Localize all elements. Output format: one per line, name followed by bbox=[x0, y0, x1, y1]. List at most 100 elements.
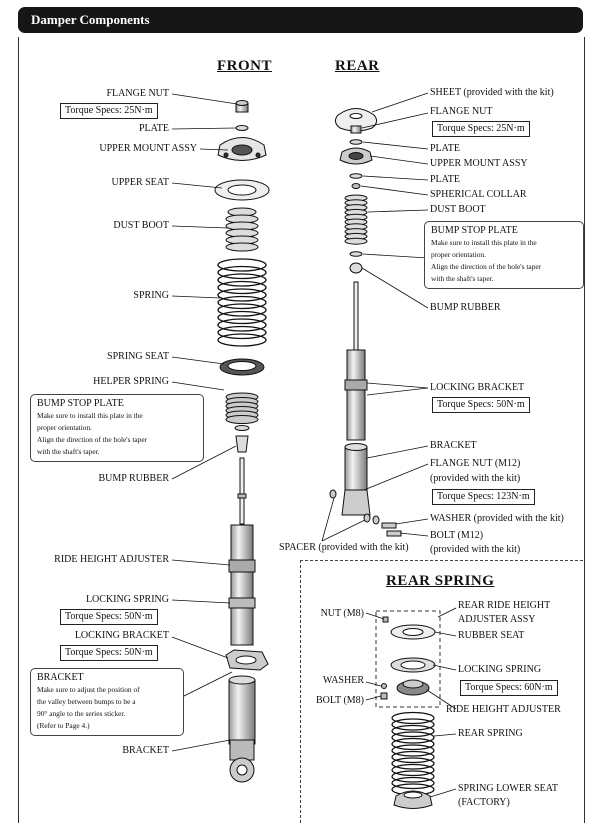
front-shock-shaft bbox=[237, 457, 247, 525]
rear-bump-stop-note-line: proper orientation. bbox=[431, 250, 487, 259]
front-locking-spring-label: LOCKING SPRING bbox=[85, 594, 169, 605]
rear-locking-spring-label: LOCKING SPRING bbox=[458, 664, 542, 675]
coil-turn bbox=[391, 718, 435, 731]
rear-bump-stop-note-title: BUMP STOP PLATE bbox=[431, 225, 518, 236]
rear-ride-height-adjuster-label: RIDE HEIGHT ADJUSTER bbox=[446, 704, 561, 715]
front-helper-spring-label: HELPER SPRING bbox=[93, 376, 169, 387]
front-locking-bracket-torque: Torque Specs: 50N·m bbox=[60, 645, 158, 661]
rear-plate-label: PLATE bbox=[430, 143, 460, 154]
coil-turn bbox=[217, 325, 267, 340]
rear-adjuster-assy-box bbox=[375, 610, 441, 708]
front-bump-stop-note-line: proper orientation. bbox=[37, 423, 93, 432]
coil-turn bbox=[391, 724, 435, 738]
rear-ride-height-adjuster bbox=[396, 679, 430, 696]
rear-flange-nut-m12-torque: Torque Specs: 123N·m bbox=[432, 489, 535, 505]
rear-bump-rubber bbox=[349, 262, 363, 274]
coil-turn bbox=[217, 273, 267, 287]
rear-bracket bbox=[341, 443, 371, 516]
rear-dust-boot bbox=[344, 194, 368, 245]
rear-spherical-collar-label: SPHERICAL COLLAR bbox=[430, 189, 527, 200]
rear-plate bbox=[349, 139, 363, 145]
front-heading: FRONT bbox=[217, 58, 272, 74]
front-flange-nut-label: FLANGE NUT bbox=[106, 88, 170, 99]
rear-ride-height-assy-label-2: ADJUSTER ASSY bbox=[458, 614, 536, 625]
front-bump-stop-note-line: Align the direction of the hole's taper bbox=[37, 435, 148, 444]
rear-spring-washer-bolt bbox=[380, 683, 388, 700]
front-flange-nut-torque: Torque Specs: 25N·m bbox=[60, 103, 158, 119]
rear-upper-mount bbox=[339, 147, 373, 165]
rear-locking-spring-torque: Torque Specs: 60N·m bbox=[460, 680, 558, 696]
front-bracket-note-line: Make sure to adjust the position of bbox=[37, 685, 140, 694]
coil-turn bbox=[217, 333, 267, 347]
rear-bracket-label: BRACKET bbox=[430, 440, 477, 451]
front-bracket-note-line: 90° angle to the series sticker. bbox=[37, 709, 126, 718]
rear-spring-lower-seat bbox=[393, 790, 433, 809]
front-spring bbox=[217, 258, 267, 347]
coil-turn bbox=[391, 750, 435, 764]
header-bar: Damper Components bbox=[18, 7, 583, 33]
rear-spring-coil bbox=[391, 711, 435, 796]
coil-turn bbox=[391, 770, 435, 783]
rear-locking-spring bbox=[390, 657, 436, 673]
rear-locking-bracket-torque: Torque Specs: 50N·m bbox=[432, 397, 530, 413]
front-upper-seat bbox=[214, 179, 270, 201]
front-bracket-note-title: BRACKET bbox=[37, 672, 84, 683]
front-plate-label: PLATE bbox=[139, 123, 169, 134]
coil-turn bbox=[217, 288, 267, 302]
rear-plate-2 bbox=[349, 173, 363, 179]
coil-turn bbox=[391, 731, 435, 744]
rear-plate-2-label: PLATE bbox=[430, 174, 460, 185]
rear-rubber-seat bbox=[390, 624, 436, 640]
rear-spring-nut bbox=[382, 616, 389, 623]
rear-bump-stop-note: BUMP STOP PLATE Make sure to install thi… bbox=[424, 221, 584, 289]
rear-flange-nut-m12-sub: (provided with the kit) bbox=[430, 473, 521, 484]
front-bump-rubber bbox=[235, 435, 249, 453]
coil-turn bbox=[344, 237, 368, 245]
coil-turn bbox=[217, 258, 267, 272]
front-flange-nut bbox=[235, 100, 249, 113]
rear-shock-shaft bbox=[353, 281, 359, 351]
rear-flange-nut-m12-label: FLANGE NUT (M12) bbox=[430, 458, 521, 469]
rear-spring-lower-seat-label-2: (FACTORY) bbox=[458, 797, 510, 808]
rear-spring-washer-label: WASHER bbox=[322, 675, 364, 686]
page-title: Damper Components bbox=[31, 12, 150, 27]
rear-bump-stop-plate bbox=[349, 251, 363, 257]
rear-rubber-seat-label: RUBBER SEAT bbox=[458, 630, 525, 641]
coil-turn bbox=[391, 757, 435, 770]
front-spring-seat-label: SPRING SEAT bbox=[107, 351, 169, 362]
rear-spring-lower-seat-label: SPRING LOWER SEAT bbox=[458, 783, 559, 794]
rear-heading: REAR bbox=[335, 58, 380, 74]
rear-sheet bbox=[334, 108, 378, 132]
front-bracket-label: BRACKET bbox=[122, 745, 169, 756]
rear-bolt-m12-sub: (provided with the kit) bbox=[430, 544, 521, 555]
front-helper-spring bbox=[225, 392, 259, 424]
front-bracket-note-line: the valley between bumps to be a bbox=[37, 697, 136, 706]
front-bracket bbox=[228, 675, 256, 783]
coil-turn bbox=[391, 776, 435, 790]
rear-bump-stop-note-line: Align the direction of the hole's taper bbox=[431, 262, 542, 271]
front-upper-seat-label: UPPER SEAT bbox=[111, 177, 169, 188]
front-bump-stop-note: BUMP STOP PLATE Make sure to install thi… bbox=[30, 394, 204, 462]
coil-turn bbox=[217, 280, 267, 295]
front-shock-body bbox=[228, 524, 256, 646]
coil-turn bbox=[225, 415, 259, 424]
front-bump-stop-plate bbox=[234, 425, 250, 431]
leader-lines bbox=[169, 92, 457, 798]
coil-turn bbox=[391, 737, 435, 751]
coil-turn bbox=[217, 303, 267, 317]
rear-spring-heading: REAR SPRING bbox=[386, 573, 495, 589]
front-bump-stop-note-title: BUMP STOP PLATE bbox=[37, 398, 124, 409]
front-bump-stop-note-line: with the shaft's taper. bbox=[37, 447, 100, 456]
coil-turn bbox=[391, 711, 435, 725]
rear-dust-boot-label: DUST BOOT bbox=[430, 204, 486, 215]
rear-bump-stop-note-line: Make sure to install this plate in the bbox=[431, 238, 537, 247]
coil-turn bbox=[217, 318, 267, 332]
front-spring-label: SPRING bbox=[133, 290, 169, 301]
coil-turn bbox=[217, 265, 267, 280]
rear-bump-stop-note-line: with the shaft's taper. bbox=[431, 274, 494, 283]
content-frame bbox=[18, 37, 585, 823]
front-locking-spring-torque: Torque Specs: 50N·m bbox=[60, 609, 158, 625]
rear-spring-label: REAR SPRING bbox=[458, 728, 523, 739]
coil-turn bbox=[217, 310, 267, 325]
